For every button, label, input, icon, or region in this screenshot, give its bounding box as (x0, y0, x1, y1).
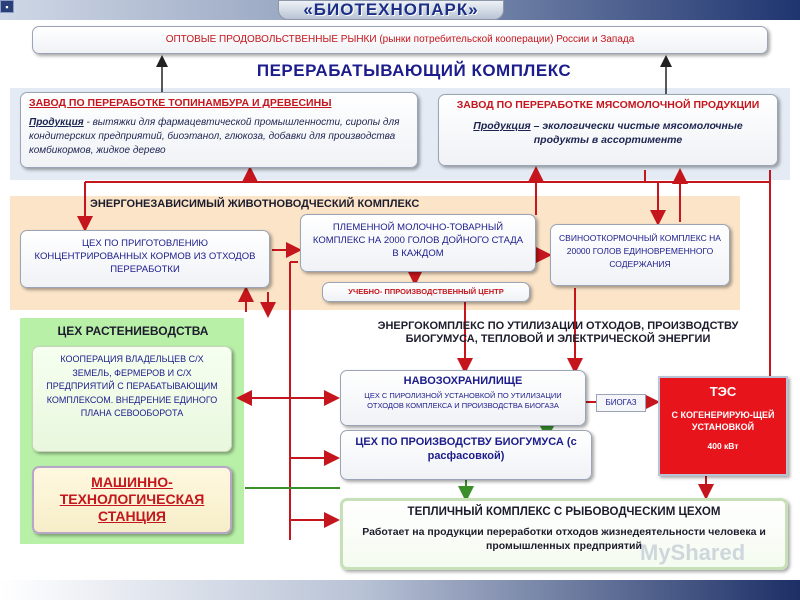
processing-complex-title: ПЕРЕРАБАТЫВАЮЩИЙ КОМПЛЕКС (256, 61, 572, 80)
greenhouse-text: Работает на продукции переработки отходо… (362, 526, 766, 552)
dairy-complex-box: ПЛЕМЕННОЙ МОЛОЧНО-ТОВАРНЫЙ КОМПЛЕКС НА 2… (300, 214, 536, 272)
meat-dairy-plant-title: ЗАВОД ПО ПЕРЕРАБОТКЕ МЯСОМОЛОЧНОЙ ПРОДУК… (456, 99, 760, 111)
slide-title: «БИОТЕХНОПАРК» (303, 0, 479, 19)
wholesale-markets-box: ОПТОВЫЕ ПРОДОВОЛЬСТВЕННЫЕ РЫНКИ (рынки п… (32, 26, 768, 54)
biohumus-text: ЦЕХ ПО ПРОИЗВОДСТВУ БИОГУМУСА (с расфасо… (355, 436, 577, 462)
tubers-wood-plant-title: ЗАВОД ПО ПЕРЕРАБОТКЕ ТОПИНАМБУРА И ДРЕВЕ… (29, 97, 332, 109)
feed-shop-box: ЦЕХ ПО ПРИГОТОВЛЕНИЮ КОНЦЕНТРИРОВАННЫХ К… (20, 230, 270, 288)
machine-station-text: МАШИННО-ТЕХНОЛОГИЧЕСКАЯ СТАНЦИЯ (59, 474, 205, 524)
energy-complex-title: ЭНЕРГОКОМПЛЕКС ПО УТИЛИЗАЦИИ ОТХОДОВ, ПР… (377, 320, 739, 345)
power-plant-capacity: 400 кВт (707, 441, 739, 451)
power-plant-text: С КОГЕНЕРИРУЮ-ЩЕЙ УСТАНОВКОЙ (671, 410, 775, 432)
manure-storage-title: НАВОЗОХРАНИЛИЩЕ (403, 375, 523, 387)
pig-complex-box: СВИНООТКОРМОЧНЫЙ КОМПЛЕКС НА 20000 ГОЛОВ… (550, 224, 730, 286)
cooperation-box: КООПЕРАЦИЯ ВЛАДЕЛЬЦЕВ С/Х ЗЕМЕЛЬ, ФЕРМЕР… (32, 346, 232, 452)
footer-bar (0, 580, 800, 600)
meat-dairy-plant-products: Продукция – экологически чистые мясомоло… (447, 119, 769, 147)
livestock-complex-title: ЭНЕРГОНЕЗАВИСИМЫЙ ЖИВОТНОВОДЧЕСКИЙ КОМПЛ… (90, 198, 420, 210)
products-label: Продукция (29, 117, 84, 128)
products-label: Продукция (473, 120, 531, 132)
feed-shop-text: ЦЕХ ПО ПРИГОТОВЛЕНИЮ КОНЦЕНТРИРОВАННЫХ К… (34, 238, 256, 275)
wholesale-markets-text: ОПТОВЫЕ ПРОДОВОЛЬСТВЕННЫЕ РЫНКИ (рынки п… (165, 34, 635, 45)
pig-complex-text: СВИНООТКОРМОЧНЫЙ КОМПЛЕКС НА 20000 ГОЛОВ… (559, 233, 721, 269)
watermark: MyShared (640, 540, 746, 565)
dairy-complex-text: ПЛЕМЕННОЙ МОЛОЧНО-ТОВАРНЫЙ КОМПЛЕКС НА 2… (312, 222, 524, 259)
cooperation-text: КООПЕРАЦИЯ ВЛАДЕЛЬЦЕВ С/Х ЗЕМЕЛЬ, ФЕРМЕР… (46, 354, 218, 418)
power-plant-box: ТЭС С КОГЕНЕРИРУЮ-ЩЕЙ УСТАНОВКОЙ 400 кВт (658, 376, 788, 476)
biogas-label: БИОГАЗ (596, 394, 646, 412)
greenhouse-box: ТЕПЛИЧНЫЙ КОМПЛЕКС С РЫБОВОДЧЕСКИМ ЦЕХОМ… (340, 498, 788, 570)
power-plant-title: ТЭС (709, 384, 737, 399)
tubers-wood-plant-products: Продукция - вытяжки для фармацевтической… (29, 116, 409, 158)
greenhouse-title: ТЕПЛИЧНЫЙ КОМПЛЕКС С РЫБОВОДЧЕСКИМ ЦЕХОМ (407, 506, 721, 518)
products-text: – экологически чистые мясомолочные проду… (533, 120, 743, 146)
machine-station-box: МАШИННО-ТЕХНОЛОГИЧЕСКАЯ СТАНЦИЯ (32, 466, 232, 534)
products-text: - вытяжки для фармацевтической промышлен… (29, 117, 400, 156)
meat-dairy-plant: ЗАВОД ПО ПЕРЕРАБОТКЕ МЯСОМОЛОЧНОЙ ПРОДУК… (438, 94, 778, 166)
manure-storage-text: ЦЕХ С ПИРОЛИЗНОЙ УСТАНОВКОЙ ПО УТИЛИЗАЦИ… (364, 391, 562, 410)
title-banner (278, 0, 504, 20)
training-center-text: УЧЕБНО- ППРОИЗВОДСТВЕННЫЙ ЦЕНТР (348, 287, 504, 296)
crops-shop-title: ЦЕХ РАСТЕНИЕВОДСТВА (57, 324, 209, 338)
manure-storage-box: НАВОЗОХРАНИЛИЩЕ ЦЕХ С ПИРОЛИЗНОЙ УСТАНОВ… (340, 370, 586, 426)
training-center-box: УЧЕБНО- ППРОИЗВОДСТВЕННЫЙ ЦЕНТР (322, 282, 530, 302)
slide-menu-icon[interactable]: ▪ (0, 0, 14, 13)
biohumus-box: ЦЕХ ПО ПРОИЗВОДСТВУ БИОГУМУСА (с расфасо… (340, 430, 592, 480)
tubers-wood-plant: ЗАВОД ПО ПЕРЕРАБОТКЕ ТОПИНАМБУРА И ДРЕВЕ… (20, 92, 418, 168)
